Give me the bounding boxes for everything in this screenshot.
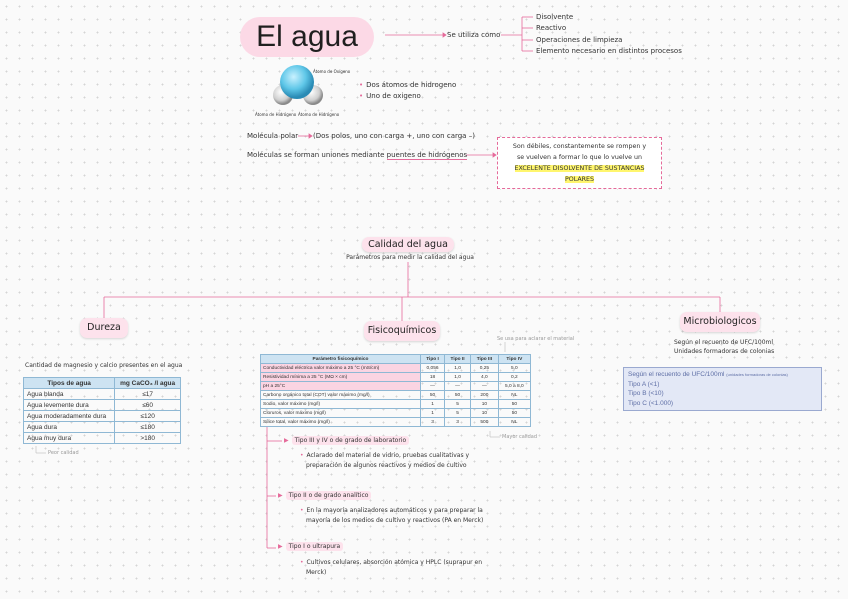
quality-subtitle: Parámetros para medir la calidad del agu… [346, 254, 474, 261]
list-item: Tipo B (<10) [628, 390, 664, 397]
type-iii-iv-desc: •Aclarado del material de vidrio, prueba… [300, 452, 470, 469]
hardness-footnote: Peor calidad [48, 450, 79, 456]
use-item-3: Operaciones de limpieza [536, 36, 623, 44]
type-i-title: ▶Tipo I o ultrapura [278, 542, 344, 551]
quality-note: Mayor calidad [502, 434, 538, 440]
clarify-note: Se usa para aclarar el material [497, 336, 575, 342]
uses-label: Se utiliza como [447, 31, 501, 39]
table-row: Carbono orgánico total (COT) valor máxim… [260, 390, 532, 400]
use-item-2: Reactivo [536, 24, 567, 32]
use-item-1: Disolvente [536, 13, 574, 21]
physicochemical-title: Fisicoquímicos [364, 321, 440, 341]
triangle-icon: ▶ [284, 437, 289, 444]
hardness-desc: Cantidad de magnesio y calcio presentes … [25, 362, 183, 369]
polar-molecule-desc: (Dos polos, uno con carga +, uno con car… [313, 132, 475, 140]
polar-molecule-label: Molécula polar [247, 132, 299, 140]
table-row: Agua moderadamente dura≤120 [22, 410, 181, 422]
triangle-icon: ▶ [278, 492, 283, 499]
microbiological-title: Microbiologicos [680, 312, 760, 332]
type-ii-desc: •En la mayoría analizadores automáticos … [300, 507, 484, 524]
table-row: Agua muy dura>180 [22, 432, 181, 444]
table-header: mg CaCO₃ /l agua [114, 377, 181, 389]
table-row: Agua levemente dura≤60 [22, 399, 181, 411]
list-item: Tipo A (<1) [628, 380, 660, 388]
table-row: Agua dura≤180 [22, 421, 181, 433]
use-item-4: Elemento necesario en distintos procesos [536, 47, 682, 55]
oxygen-label: Átomo de Oxígeno [313, 69, 351, 74]
solvent-note: Son débiles, constantemente se rompen y … [497, 137, 662, 189]
physicochemical-table: Parámetro fisicoquímico Tipo I Tipo II T… [260, 354, 532, 427]
type-ii-title: ▶Tipo II o de grado analítico [278, 491, 372, 500]
hydrogen-label-1: Átomo de Hidrógeno [255, 112, 297, 117]
table-row: pH a 25°C———5,0 a 8,0 [260, 381, 532, 391]
list-item: Tipo C (<1.000) [628, 399, 674, 407]
molecule-fact-2: •Uno de oxigeno [359, 92, 421, 100]
micro-box: Según el recuento de UFC/100ml (unidades… [623, 367, 822, 411]
type-i-desc: •Cultivos celulares, absorción atómica y… [300, 559, 483, 576]
table-row: Conductividad eléctrica valor máximo a 2… [260, 363, 532, 373]
hydrogen-bonds-text: Moléculas se forman uniones mediante pue… [247, 151, 468, 160]
table-header: Tipos de agua [22, 377, 116, 389]
hardness-title: Dureza [80, 318, 128, 338]
hardness-table: Tipos de agua mg CaCO₃ /l agua Agua blan… [22, 377, 181, 444]
micro-desc-2: Unidades formadoras de colonias [674, 348, 775, 355]
quality-title: Calidad del agua [362, 237, 454, 252]
triangle-icon: ▶ [278, 543, 283, 550]
water-molecule-image [256, 62, 356, 120]
table-row: Agua blanda≤17 [22, 388, 181, 400]
hydrogen-label-2: Átomo de Hidrógeno [298, 112, 340, 117]
micro-desc-1: Según el recuento de UFC/100ml [674, 339, 774, 346]
type-iii-iv-title: ▶Tipo III y IV o de grado de laboratorio [284, 436, 410, 445]
page-title: El agua [240, 17, 374, 57]
molecule-fact-1: •Dos átomos de hidrogeno [359, 81, 457, 89]
